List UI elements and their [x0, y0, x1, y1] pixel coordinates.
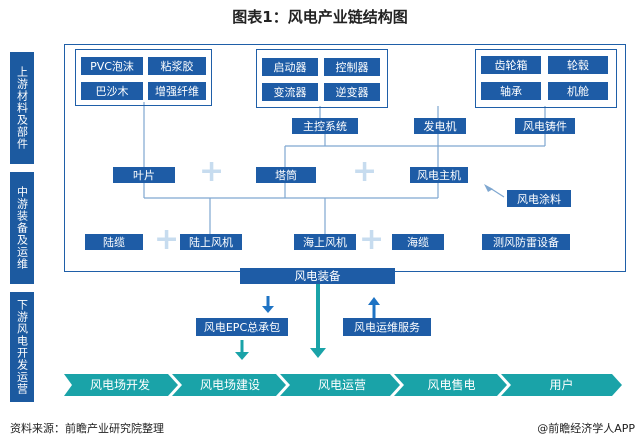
- om-service: 风电运维服务: [343, 318, 431, 336]
- plus-icon: +: [154, 222, 180, 257]
- chain-step-sell: 风电售电: [427, 378, 476, 392]
- plus-icon: +: [199, 154, 225, 189]
- upstream-group3-frame: [475, 49, 617, 108]
- product-offshore-turbine: 海上风机: [294, 234, 356, 250]
- part-inverter: 逆变器: [324, 83, 380, 101]
- upstream-group1-frame: [75, 49, 212, 106]
- plus-icon: +: [359, 222, 385, 257]
- component-turbine: 风电主机: [410, 167, 468, 183]
- product-onshore-turbine: 陆上风机: [180, 234, 242, 250]
- side-label-midstream: 中游装备及运维: [10, 172, 34, 284]
- material-balsa: 巴沙木: [81, 82, 143, 100]
- material-adhesive: 粘浆胶: [148, 57, 206, 75]
- subsystem-castings: 风电铸件: [515, 118, 575, 134]
- chain-step-operate: 风电运营: [317, 378, 366, 392]
- subsystem-main-control: 主控系统: [292, 118, 358, 134]
- chain-step-user: 用户: [549, 378, 574, 392]
- product-land-cable: 陆缆: [85, 234, 143, 250]
- wind-power-equipment: 风电装备: [240, 268, 395, 284]
- product-sea-cable: 海缆: [392, 234, 444, 250]
- upstream-group2-frame: [256, 49, 388, 108]
- part-nacelle: 机舱: [548, 82, 608, 100]
- source-note: 资料来源：前瞻产业研究院整理: [10, 422, 164, 435]
- component-blade: 叶片: [113, 167, 175, 183]
- part-hub: 轮毂: [548, 56, 608, 74]
- material-coating: 风电涂料: [507, 190, 571, 207]
- component-tower: 塔筒: [256, 167, 316, 183]
- material-fiber: 增强纤维: [148, 82, 206, 100]
- chain-step-build: 风电场建设: [199, 378, 260, 392]
- page-title: 图表1：风电产业链结构图: [232, 8, 408, 26]
- side-label-downstream: 下游风电开发运营: [10, 292, 34, 402]
- material-pvc-foam: PVC泡沫: [81, 57, 143, 75]
- part-gearbox: 齿轮箱: [481, 56, 541, 74]
- chain-step-develop: 风电场开发: [89, 378, 150, 392]
- subsystem-generator: 发电机: [414, 118, 466, 134]
- part-bearing: 轴承: [481, 82, 541, 100]
- part-starter: 启动器: [262, 58, 318, 76]
- brand-logo: @前瞻经济学人APP: [537, 422, 635, 435]
- plus-icon: +: [352, 154, 378, 189]
- product-wind-measurement: 测风防雷设备: [482, 234, 570, 250]
- side-label-upstream: 上游材料及部件: [10, 52, 34, 164]
- epc-contracting: 风电EPC总承包: [196, 318, 288, 336]
- part-converter: 变流器: [262, 83, 318, 101]
- part-controller: 控制器: [324, 58, 380, 76]
